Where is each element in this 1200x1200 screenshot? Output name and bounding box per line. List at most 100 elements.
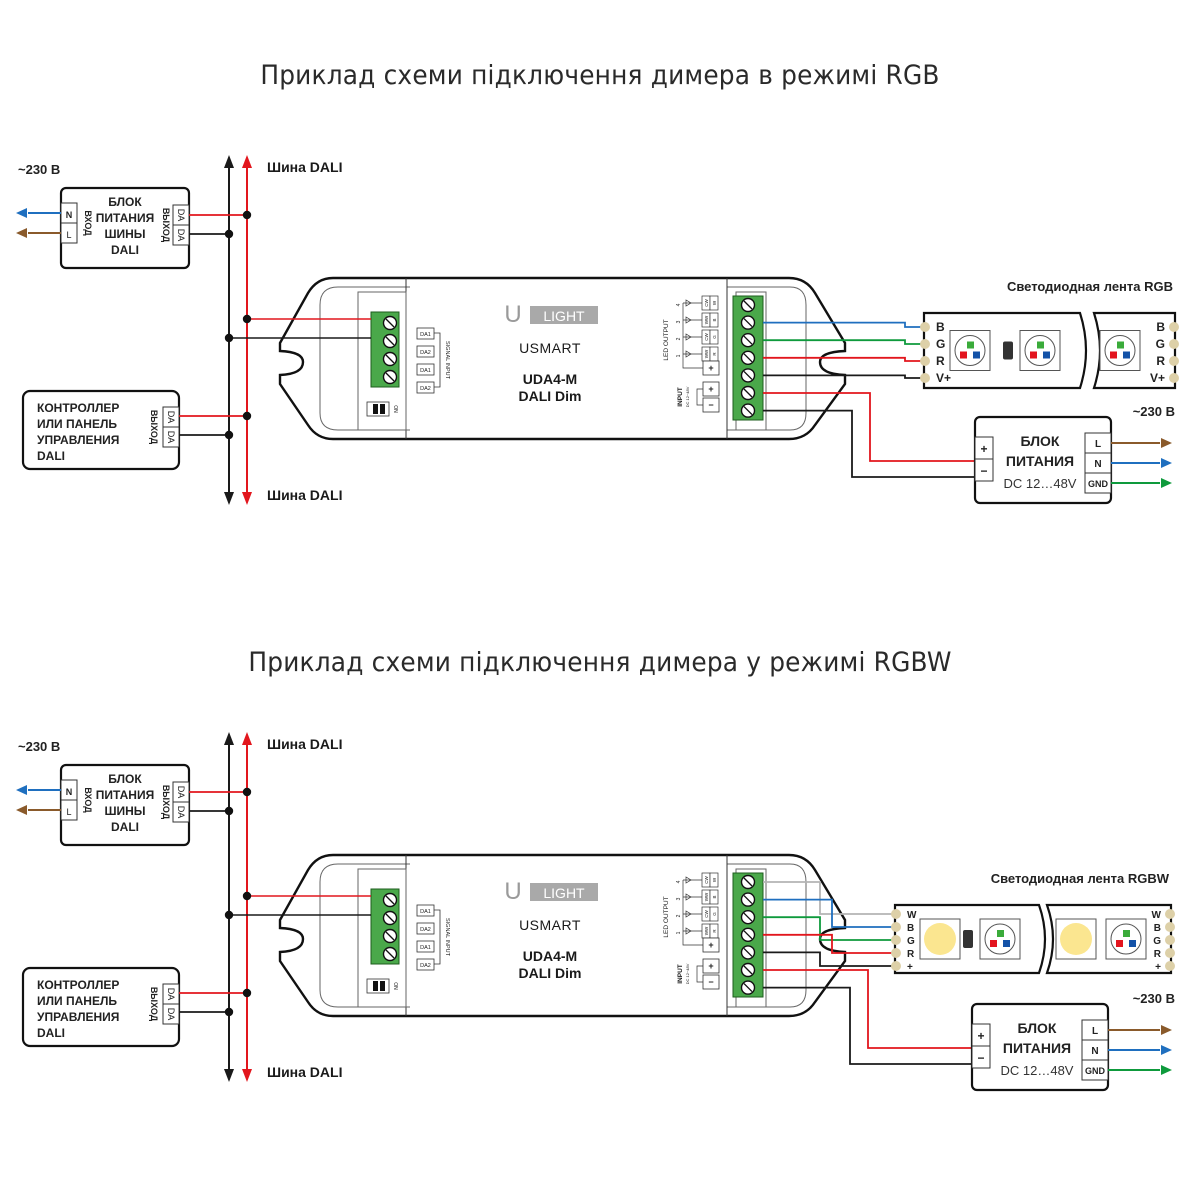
pin-label: R — [907, 949, 915, 960]
arrow-right-icon — [1161, 458, 1172, 468]
strip-label: Светодиодная лента RGBW — [991, 871, 1170, 886]
signal-terminal-label: DA1 — [420, 909, 431, 915]
led-chip-lens — [1024, 335, 1056, 366]
input-label: INPUT — [677, 964, 684, 984]
junction-dot — [224, 1007, 234, 1017]
arrow-right-icon — [1161, 1045, 1172, 1055]
screw-slot — [743, 406, 753, 416]
output-label: ВЫХОД — [161, 785, 171, 820]
led-blue — [1043, 351, 1050, 359]
screw-slot — [385, 318, 395, 328]
dip-switch-2 — [380, 981, 385, 991]
signal-terminal-label: DA1 — [420, 945, 431, 951]
screw-slot — [743, 370, 753, 380]
psu-name-line: ШИНЫ — [104, 227, 145, 241]
controller-name-line: DALI — [37, 1026, 65, 1040]
signal-terminal-label: DA2 — [420, 386, 431, 392]
channel-label: CW — [704, 333, 709, 341]
dc-plus-wire — [763, 969, 974, 1049]
input-sub-label: DC 12~48V — [685, 963, 690, 984]
led-red — [1110, 351, 1117, 359]
type-label: DALI Dim — [519, 965, 582, 981]
psu-name-line: БЛОК — [108, 195, 142, 209]
channel-number: 1 — [676, 354, 682, 357]
diagram-title-rgbw: Приклад схеми підключення димера у режим… — [248, 647, 952, 678]
pin-label: W — [1152, 910, 1162, 921]
channel-label: G — [712, 912, 717, 916]
psu-name-line: ШИНЫ — [104, 804, 145, 818]
controller-name-line: УПРАВЛЕНИЯ — [37, 1010, 119, 1024]
terminal-label: DA — [176, 786, 186, 799]
terminal-label: DA — [166, 411, 176, 424]
terminal-label: DA — [166, 431, 176, 444]
terminal-label: L — [1095, 439, 1101, 450]
housing-inner-line — [319, 286, 410, 431]
solder-pad — [1169, 339, 1179, 349]
terminal-label: + — [980, 442, 987, 456]
controller-name-line: ИЛИ ПАНЕЛЬ — [37, 417, 117, 431]
arrow-left-icon — [16, 228, 27, 238]
output-label: ВЫХОД — [161, 208, 171, 243]
mains-voltage-label: ~230 В — [1133, 404, 1175, 419]
terminal-label: L — [66, 230, 71, 240]
screw-slot — [743, 965, 753, 975]
screw-slot — [743, 353, 753, 363]
pin-label: R — [1154, 949, 1162, 960]
channel-box — [709, 295, 719, 311]
dc-plus-wire — [763, 392, 974, 462]
controller-name-line: КОНТРОЛЛЕР — [37, 978, 119, 992]
bus-arrow-down-icon — [242, 1069, 252, 1082]
led-wire — [763, 898, 895, 928]
solder-pad — [1169, 322, 1179, 332]
led-chip-lens — [1110, 923, 1142, 955]
signal-terminal — [416, 381, 435, 394]
channel-number: 3 — [676, 897, 682, 900]
brand-light-box — [530, 883, 598, 901]
channel-label: CW — [704, 910, 709, 918]
screw-slot — [385, 336, 395, 346]
trace — [682, 880, 703, 946]
pin-label: B — [936, 320, 945, 334]
led-blue — [1129, 940, 1136, 947]
signal-terminal — [416, 922, 435, 935]
channel-number: 4 — [676, 880, 682, 883]
terminal-label: L — [1092, 1026, 1098, 1037]
terminal-da — [172, 801, 190, 823]
channel-number: 2 — [676, 337, 682, 340]
pin-label: V+ — [1150, 371, 1165, 385]
channel-label: B — [712, 895, 717, 898]
signal-terminal — [416, 940, 435, 953]
model-label: UDA4-M — [523, 948, 577, 964]
led-wire — [763, 933, 895, 954]
led-green — [1123, 930, 1130, 937]
dip-switch-2 — [380, 404, 385, 414]
channel-label: R — [712, 929, 717, 933]
arrow-right-icon — [1161, 1065, 1172, 1075]
signal-input-label: SIGNAL INPUT — [444, 341, 450, 380]
solder-pad — [891, 935, 901, 945]
maker-label: USMART — [519, 917, 581, 933]
solder-pad — [891, 961, 901, 971]
bus-arrow-up-icon — [242, 732, 252, 745]
common-plus-label: + — [708, 363, 713, 373]
screw-slot — [743, 983, 753, 993]
signal-terminal — [416, 958, 435, 971]
screw-slot — [743, 318, 753, 328]
signal-terminal-label: DA2 — [420, 350, 431, 356]
channel-number: 4 — [676, 303, 682, 306]
channel-label: WW — [704, 349, 709, 358]
brand-light-box — [530, 306, 598, 324]
channel-label: WW — [704, 926, 709, 935]
controller-name-line: DALI — [37, 449, 65, 463]
solder-pad — [920, 322, 930, 332]
screw-slot — [743, 912, 753, 922]
junction-dot — [242, 210, 252, 220]
input-sub-label: DC 12~48V — [685, 386, 690, 407]
signal-input-label: SIGNAL INPUT — [444, 918, 450, 957]
screw-slot — [743, 335, 753, 345]
dali-bus-label: Шина DALI — [267, 1064, 342, 1080]
led-green — [997, 930, 1004, 937]
